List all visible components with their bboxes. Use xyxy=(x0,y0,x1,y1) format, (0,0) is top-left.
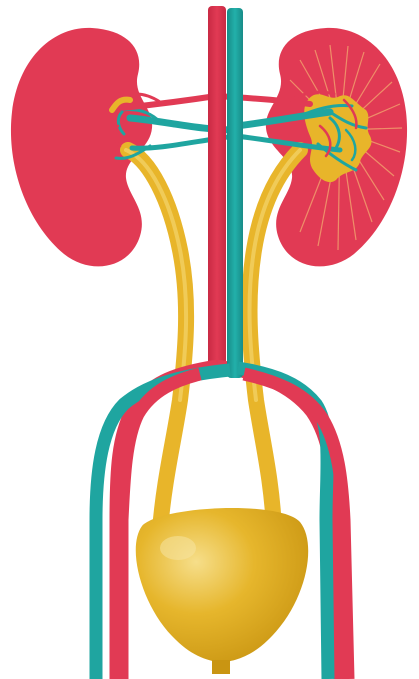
bladder xyxy=(136,508,308,674)
